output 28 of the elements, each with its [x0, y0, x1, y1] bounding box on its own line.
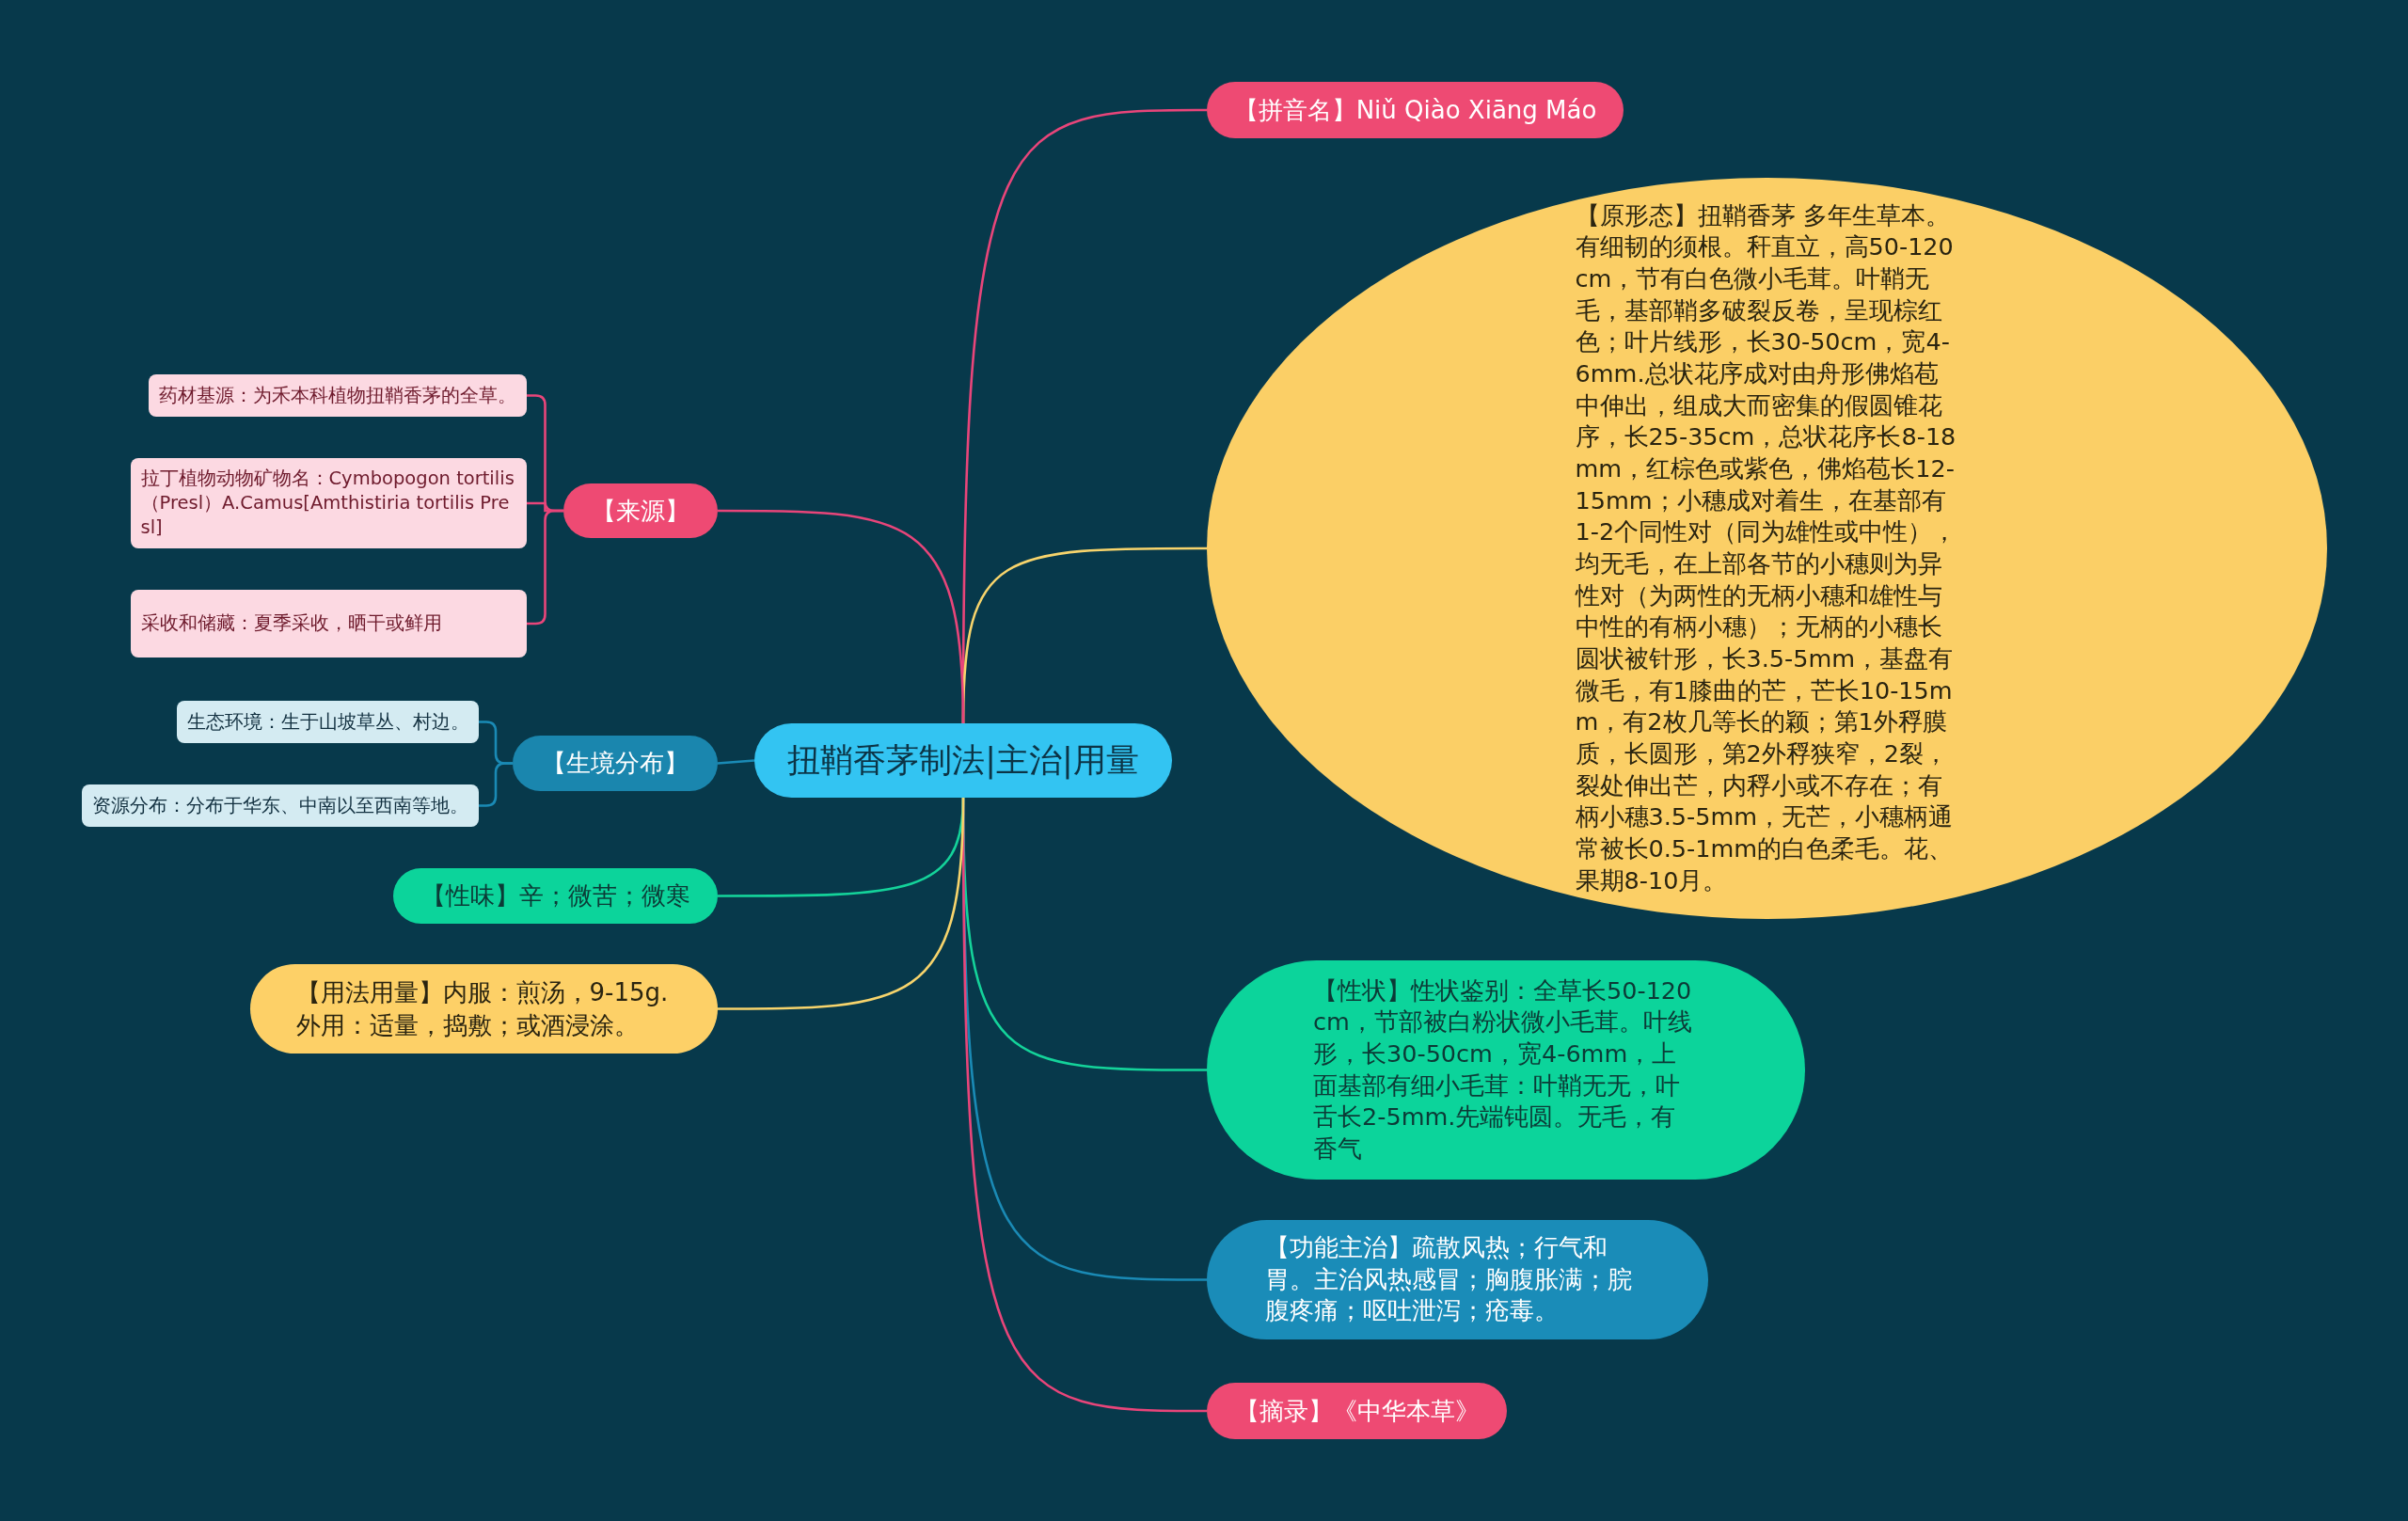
topic-text: 【拼音名】Niǔ Qiào Xiāng Máo — [1233, 94, 1597, 126]
topic-pill — [1207, 1383, 1507, 1439]
note-card — [131, 458, 527, 548]
note-card — [149, 374, 527, 417]
connector-line — [527, 509, 563, 626]
note-card — [82, 784, 479, 827]
connector-line — [718, 509, 965, 724]
topic-title: 扭鞘香茅制法|主治|用量 — [787, 740, 1139, 782]
connector-line — [479, 762, 513, 807]
note-text: 采收和储藏：夏季采收，晒干或鲜用 — [140, 611, 443, 636]
topic-pill — [1207, 82, 1624, 138]
note-text: 资源分布：分布于华东、中南以至西南等地。 — [92, 793, 468, 818]
topic-text: 【生境分布】 — [542, 748, 689, 780]
description-text: 【功能主治】疏散风热；行气和胃。主治风热感冒；胸腹胀满；脘腹疼痛；呕吐泄泻；疮毒。 — [1264, 1232, 1633, 1327]
topic-text: 【性味】辛；微苦；微寒 — [420, 880, 690, 912]
note-text: 拉丁植物动物矿物名：Cymbopogon tortilis（Presl）A.Camus[Amthistiria tortilis Presl] — [140, 467, 515, 540]
description-text: 【原形态】扭鞘香茅 多年生草本。有细韧的须根。秆直立，高50-120cm，节有白色微小毛茸。叶鞘无毛，基部鞘多破裂反卷，呈现棕红色；叶片线形，长30-50cm，宽4-6mm.总状花序成对由舟形佛焰苞中伸出，组成大而密集的假圆锥花序，长25-35cm，总状花序长8-18mm，红棕色或紫色，佛焰苞长12-15mm；小穗成对着生，在基部有1-2个同性对（同为雄性或中性），均无毛，在上部各节的小穗则为异性对（为两性的无柄小穗和雄性与中性的有柄小穗）；无柄的小穗长圆状被针形，长3.5-5mm，基盘有微毛，有1膝曲的芒，芒长10-15mm，有2枚几等长的颖；第1外稃膜质，长圆形，第2外稃狭窄，2裂，裂处伸出芒，内稃小或不存在；有柄小穗3.5-5mm，无芒，小穗柄通常被长0.5-1mm的白色柔毛。花、果期8-10月。 — [1575, 199, 1958, 896]
note-card — [177, 701, 479, 743]
connector-line — [717, 759, 755, 765]
description-text: 【性状】性状鉴别：全草长50-120cm，节部被白粉状微小毛茸。叶线形，长30-50cm，宽4-6mm，上面基部有细小毛茸：叶鞘无无，叶舌长2-5mm.先端钝圆。无毛，有香气 — [1313, 974, 1693, 1165]
note-card — [131, 590, 527, 658]
topic-pill — [563, 483, 718, 538]
topic-text: 【来源】 — [592, 495, 689, 527]
description-text: 【用法用量】内服：煎汤，9-15g. 外用：适量，捣敷；或酒浸涂。 — [295, 977, 670, 1041]
note-text: 药材基源：为禾本科植物扭鞘香茅的全草。 — [159, 383, 516, 408]
connector-line — [718, 797, 965, 1010]
note-text: 生态环境：生于山坡草丛、村边。 — [186, 709, 469, 735]
topic-text: 【摘录】《中华本草》 — [1234, 1395, 1480, 1427]
